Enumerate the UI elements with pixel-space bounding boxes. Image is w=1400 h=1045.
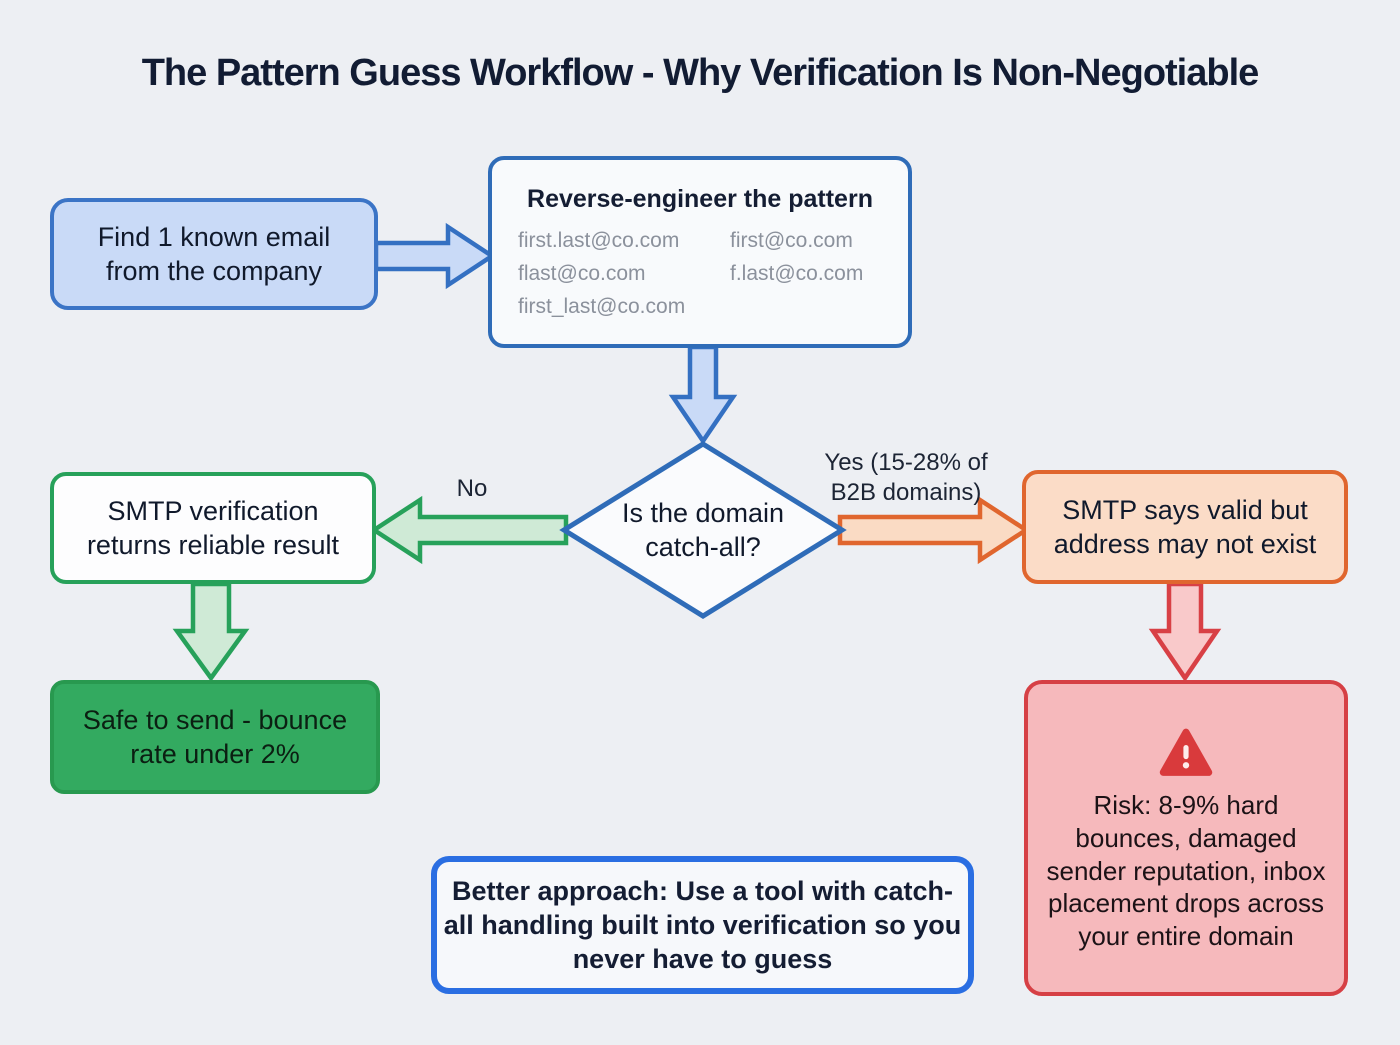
edge-label-yes: Yes (15-28% of B2B domains) [816, 448, 996, 508]
arrow-smtp-valid-to-risk [1148, 581, 1222, 682]
find-known-email-text: Find 1 known email from the company [97, 221, 331, 286]
edge-label-yes-line2: B2B domains) [830, 479, 982, 506]
arrow-pattern-to-decision [668, 344, 738, 445]
warning-icon [1157, 727, 1215, 779]
better-approach-text: Better approach: Use a tool with catch-a… [443, 875, 962, 974]
edge-label-no: No [456, 475, 488, 502]
risk-text: Risk: 8-9% hard bounces, damaged sender … [1046, 790, 1326, 952]
pattern-item: f.last@co.com [730, 261, 864, 285]
edge-label-yes-line1: Yes (15-28% of [824, 449, 988, 476]
arrow-smtp-reliable-to-safe [172, 581, 250, 682]
pattern-list: first.last@co.com first@co.com flast@co.… [492, 216, 908, 321]
node-risk-warning: Risk: 8-9% hard bounces, damaged sender … [1024, 680, 1348, 996]
pattern-box-title: Reverse-engineer the pattern [527, 185, 873, 213]
page-title: The Pattern Guess Workflow - Why Verific… [141, 52, 1260, 94]
smtp-reliable-text: SMTP verification returns reliable resul… [86, 495, 340, 560]
smtp-says-valid-text: SMTP says valid but address may not exis… [1053, 494, 1317, 559]
node-safe-to-send: Safe to send - bounce rate under 2% [50, 680, 380, 794]
node-better-approach: Better approach: Use a tool with catch-a… [431, 856, 974, 994]
node-reverse-engineer-pattern: Reverse-engineer the pattern first.last@… [488, 156, 912, 348]
pattern-item: first_last@co.com [518, 295, 686, 319]
arrow-decision-to-smtp-reliable [369, 495, 569, 565]
pattern-item: flast@co.com [518, 261, 646, 285]
safe-to-send-text: Safe to send - bounce rate under 2% [82, 704, 348, 769]
node-find-known-email: Find 1 known email from the company [50, 198, 378, 310]
decision-question-text: Is the domain catch-all? [621, 498, 785, 563]
arrow-decision-to-smtp-valid [837, 495, 1031, 565]
node-smtp-says-valid: SMTP says valid but address may not exis… [1022, 470, 1348, 584]
decision-diamond [559, 441, 847, 619]
node-smtp-reliable-result: SMTP verification returns reliable resul… [50, 472, 376, 584]
pattern-item: first@co.com [730, 228, 853, 252]
arrow-find-to-pattern [373, 222, 497, 290]
pattern-item: first.last@co.com [518, 228, 680, 252]
